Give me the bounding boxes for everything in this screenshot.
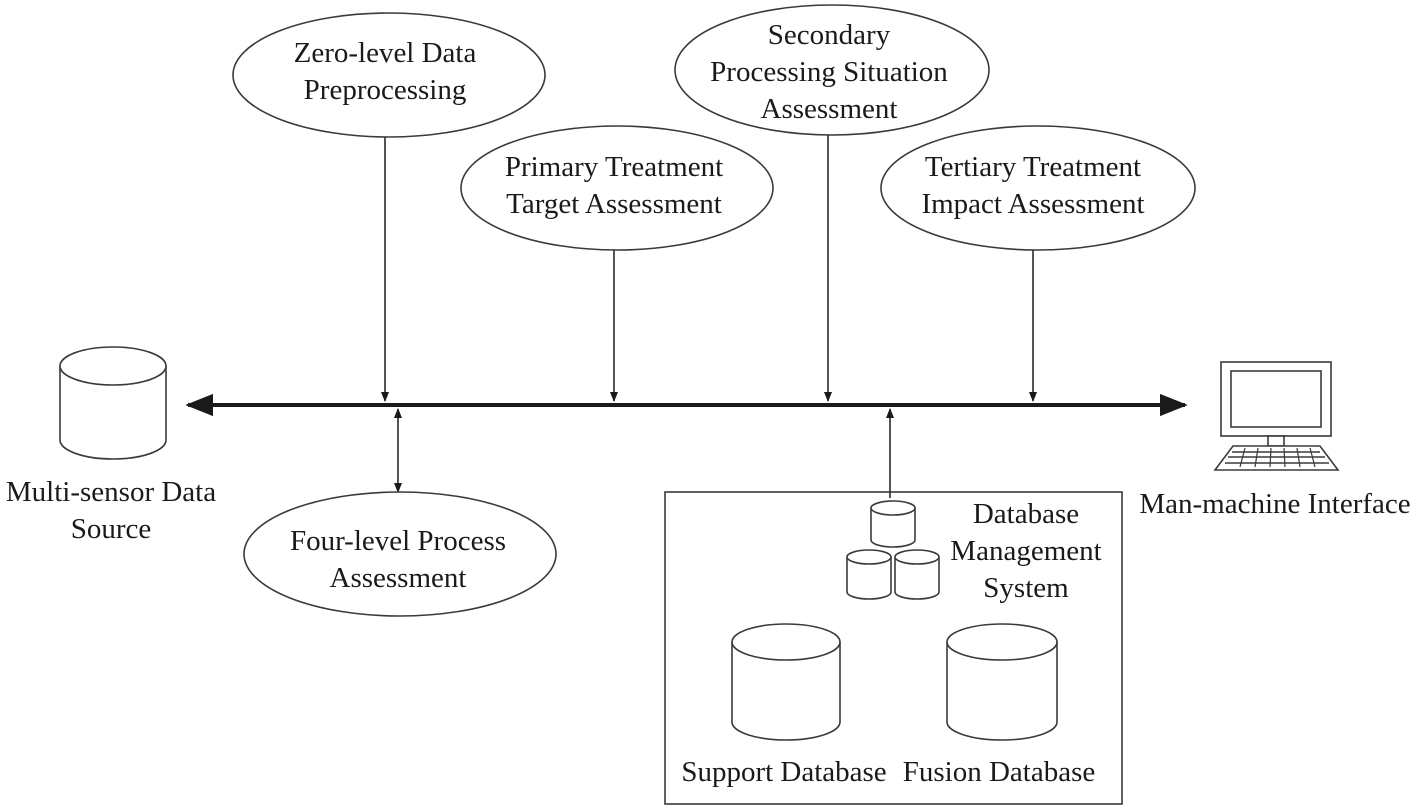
- zero-level-label-line1: Zero-level Data: [294, 37, 477, 69]
- database-cylinder-icon: [59, 346, 167, 460]
- database-cylinder-icon: [731, 623, 841, 741]
- tertiary-label-line1: Tertiary Treatment: [925, 151, 1141, 183]
- sensor-source-node: Multi-sensor Data Source: [6, 346, 216, 545]
- hmi-label: Man-machine Interface: [1139, 488, 1410, 520]
- primary-node: Primary Treatment Target Assessment: [460, 125, 774, 251]
- secondary-label-line1: Secondary: [768, 19, 891, 51]
- tertiary-node: Tertiary Treatment Impact Assessment: [880, 125, 1196, 251]
- secondary-label-line3: Assessment: [761, 93, 898, 125]
- dbms-label-line1: Database: [973, 498, 1079, 530]
- dbms-label-line3: System: [983, 572, 1069, 604]
- fusion-database-label: Fusion Database: [903, 756, 1096, 788]
- sensor-source-label-line2: Source: [71, 513, 152, 545]
- dbms-label-line2: Management: [950, 535, 1101, 567]
- computer-terminal-icon: [1213, 361, 1340, 471]
- sensor-source-label-line1: Multi-sensor Data: [6, 476, 216, 508]
- primary-label-line2: Target Assessment: [506, 188, 722, 220]
- four-level-label-line2: Assessment: [330, 562, 467, 594]
- database-group-frame: [664, 491, 1123, 805]
- support-database-label: Support Database: [681, 756, 886, 788]
- secondary-node: Secondary Processing Situation Assessmen…: [674, 4, 990, 136]
- dbms-label: Database Management System: [950, 498, 1101, 604]
- tertiary-label-line2: Impact Assessment: [921, 188, 1144, 220]
- fusion-database-node: Fusion Database: [903, 623, 1096, 788]
- database-stack-icon: [846, 500, 940, 600]
- secondary-label-line2: Processing Situation: [710, 56, 948, 88]
- database-group: Database Management System Support Datab…: [664, 491, 1123, 805]
- zero-level-label-line2: Preprocessing: [304, 74, 467, 106]
- hmi-node: Man-machine Interface: [1139, 361, 1411, 520]
- four-level-label-line1: Four-level Process: [290, 525, 506, 557]
- support-database-node: Support Database: [681, 623, 887, 788]
- primary-label-line1: Primary Treatment: [505, 151, 723, 183]
- database-cylinder-icon: [946, 623, 1058, 741]
- zero-level-node: Zero-level Data Preprocessing: [232, 12, 546, 138]
- four-level-node: Four-level Process Assessment: [243, 491, 557, 617]
